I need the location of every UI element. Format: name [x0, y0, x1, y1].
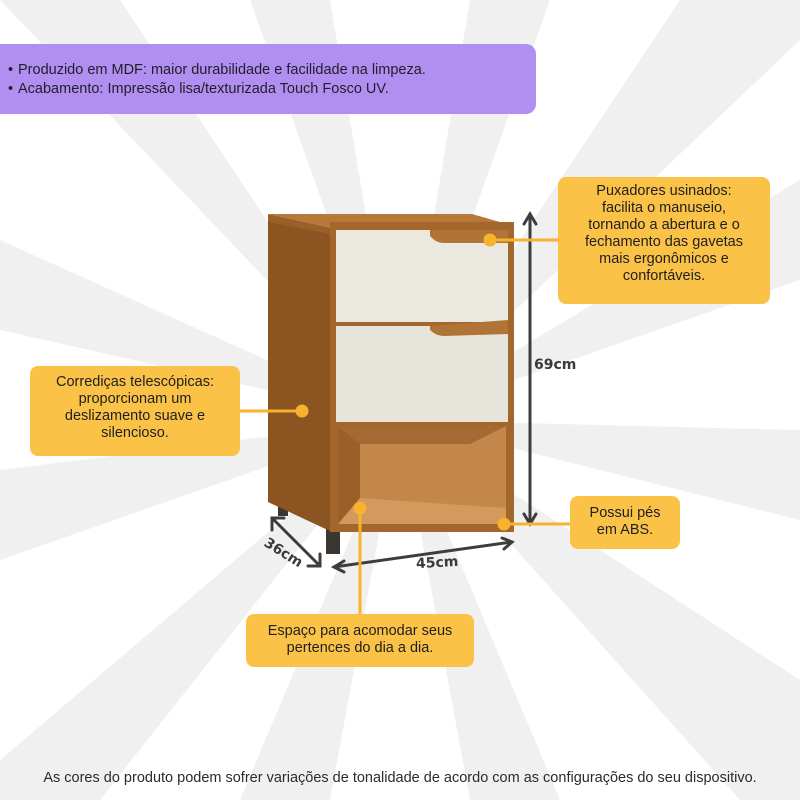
- depth-dimension-line: [270, 516, 322, 568]
- callout-storage-space: Espaço para acomodar seus pertences do d…: [246, 614, 474, 667]
- callout-handles: Puxadores usinados: facilita o manuseio,…: [558, 177, 770, 304]
- banner-item: •Acabamento: Impressão lisa/texturizada …: [8, 81, 389, 97]
- features-banner: •Produzido em MDF: maior durabilidade e …: [0, 44, 536, 114]
- width-label: 45cm: [415, 553, 459, 573]
- width-dimension-line: [332, 540, 514, 569]
- leg-front-left: [326, 526, 340, 554]
- bottom-drawer: [336, 326, 508, 422]
- side-panel: [268, 220, 332, 532]
- bottom-drawer-handle: [430, 320, 508, 336]
- color-disclaimer: As cores do produto podem sofrer variaçõ…: [43, 770, 757, 786]
- top-drawer: [336, 230, 508, 322]
- callout-slides: Corrediças telescópicas: proporcionam um…: [30, 366, 240, 456]
- height-label: 69cm: [534, 357, 577, 373]
- banner-item: •Produzido em MDF: maior durabilidade e …: [8, 62, 426, 78]
- callout-feet: Possui pés em ABS.: [570, 496, 680, 549]
